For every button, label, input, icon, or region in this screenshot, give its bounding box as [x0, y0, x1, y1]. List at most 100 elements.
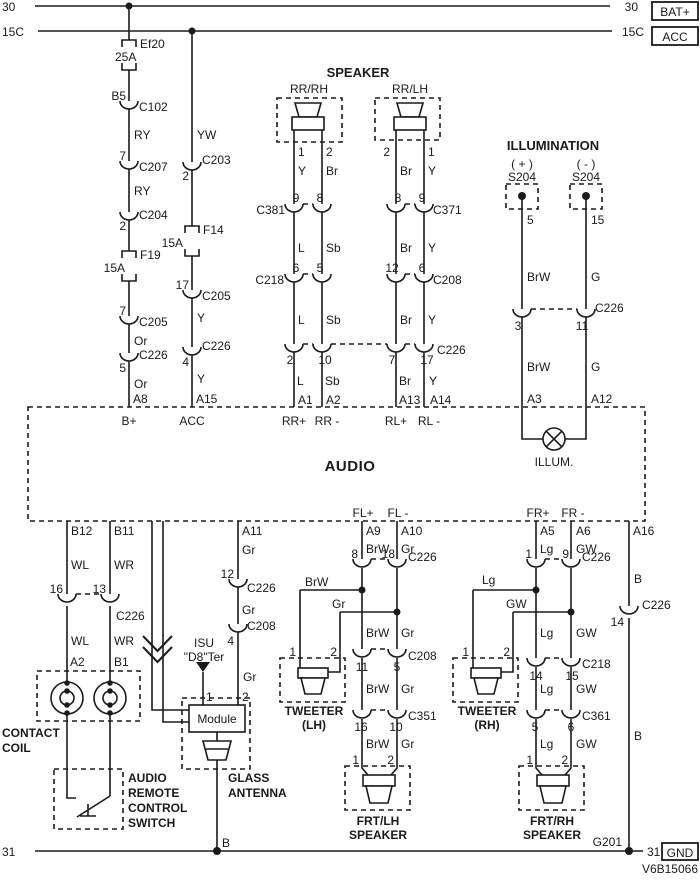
- conn-c203: C203: [202, 153, 231, 167]
- conn-c218: C218: [582, 657, 611, 671]
- pin: 1: [289, 645, 296, 659]
- wire: GW: [576, 626, 597, 640]
- pin-a3: A3: [527, 392, 542, 406]
- module-box: [188, 704, 246, 733]
- conn-c226: C226: [139, 348, 168, 362]
- pin-4: 4: [182, 355, 189, 369]
- wire: BrW: [527, 270, 551, 284]
- pin: 11: [576, 319, 589, 333]
- pin: 12: [385, 261, 399, 275]
- pin: 15: [565, 669, 579, 683]
- switch-label1: AUDIO: [128, 771, 167, 785]
- pin: 1: [352, 753, 359, 767]
- pin-a13: A13: [399, 393, 421, 407]
- pin: 10: [389, 720, 403, 734]
- audio-unit-box: [27, 406, 646, 522]
- pin-b1: B1: [114, 655, 129, 669]
- wire: L: [298, 241, 305, 255]
- front-speaker-icon: [362, 774, 570, 804]
- conn-c351: C351: [408, 709, 437, 723]
- speaker-title: SPEAKER: [327, 65, 390, 80]
- pin: 5: [532, 720, 539, 734]
- pin-17: 17: [176, 278, 190, 292]
- wire-ry1: RY: [134, 128, 150, 142]
- pin: 2: [242, 690, 249, 704]
- pin: 3: [515, 319, 522, 333]
- wire: WL: [71, 634, 89, 648]
- pin: 13: [93, 582, 107, 596]
- switch-label2: REMOTE: [128, 786, 179, 800]
- contact-coil-icon: [50, 680, 127, 716]
- wire: BrW: [366, 626, 390, 640]
- wire-b: B: [222, 836, 230, 850]
- wire: BrW: [366, 542, 390, 556]
- frt-lh-label2: SPEAKER: [349, 828, 407, 842]
- glass-antenna-label2: ANTENNA: [228, 786, 287, 800]
- fuse-ef20-amp: 25A: [115, 50, 136, 64]
- audio-rl-plus: RL+: [385, 414, 407, 428]
- pin-a15: A15: [196, 392, 218, 406]
- conn-c102: C102: [139, 100, 168, 114]
- fuse-f14: F14: [203, 223, 224, 237]
- frt-rh-label2: SPEAKER: [523, 828, 581, 842]
- pin: 5: [317, 261, 324, 275]
- switch-label4: SWITCH: [128, 816, 175, 830]
- wire: Y: [428, 164, 436, 178]
- pin: 7: [389, 353, 396, 367]
- lamp-label: ILLUM.: [535, 455, 574, 469]
- wire: Sb: [325, 374, 340, 388]
- wire: Y: [428, 313, 436, 327]
- audio-title: AUDIO: [325, 458, 376, 475]
- wire: Br: [400, 164, 412, 178]
- conn-c381: C381: [256, 203, 285, 217]
- pin: 1: [525, 547, 532, 561]
- pin: 8: [317, 191, 324, 205]
- pin: 1: [206, 690, 213, 704]
- wire: Sb: [326, 313, 341, 327]
- rail-15c-right: 15C: [622, 25, 644, 39]
- wiring: [35, 5, 643, 852]
- pin: 12: [221, 567, 235, 581]
- tweeter-icon: [297, 667, 502, 695]
- frt-rh-label1: FRT/RH: [530, 814, 574, 828]
- pin: 8: [351, 547, 358, 561]
- contact-coil-box: [36, 670, 141, 722]
- shield-chevron-icon: [142, 635, 173, 664]
- rr-lh-name: RR/LH: [392, 82, 428, 96]
- wire-or1: Or: [134, 334, 147, 348]
- pin-2b: 2: [182, 169, 189, 183]
- conn-c205: C205: [139, 315, 168, 329]
- rr-rh-name: RR/RH: [290, 82, 328, 96]
- acc-label: ACC: [662, 30, 688, 44]
- pin: 11: [356, 660, 369, 674]
- pin: 6: [293, 261, 300, 275]
- fuse-f19: F19: [140, 248, 161, 262]
- wire: Y: [298, 164, 306, 178]
- fuse-ef20: Ef20: [140, 37, 165, 51]
- pin: 2: [503, 645, 510, 659]
- wire: B: [634, 729, 642, 743]
- wire: Y: [428, 241, 436, 255]
- pin: 10: [318, 353, 332, 367]
- bat-label: BAT+: [660, 5, 689, 19]
- contact-coil-label: CONTACT: [2, 726, 60, 740]
- wire: Lg: [540, 682, 553, 696]
- pin: 17: [420, 353, 434, 367]
- pin-7: 7: [119, 149, 126, 163]
- fuse-f19-amp: 15A: [104, 261, 125, 275]
- isu-terminal-label: "D8"Ter: [184, 650, 225, 664]
- rail-30-left: 30: [2, 0, 16, 14]
- pin: 1: [526, 753, 533, 767]
- ground-g201: G201: [593, 835, 623, 849]
- wire: Br: [400, 241, 412, 255]
- conn-c226: C226: [247, 581, 276, 595]
- conn-c226: C226: [408, 550, 437, 564]
- pin: 4: [227, 634, 234, 648]
- wire: Gr: [401, 682, 414, 696]
- pin-a2: A2: [70, 655, 85, 669]
- pin: 1: [428, 145, 435, 159]
- pin-b5: B5: [111, 89, 126, 103]
